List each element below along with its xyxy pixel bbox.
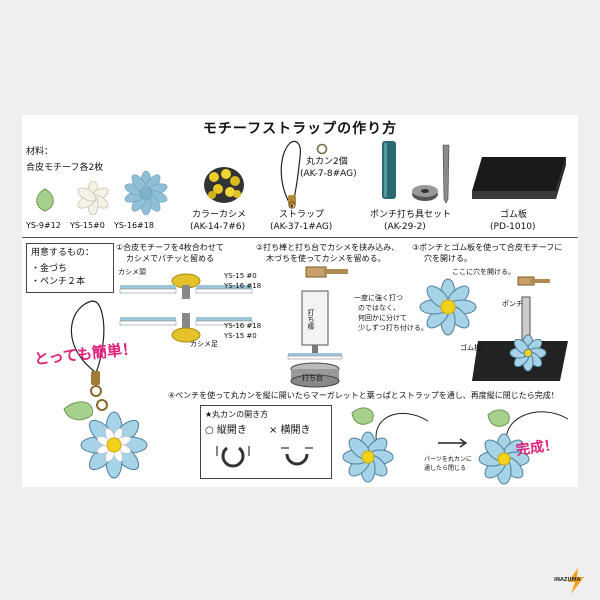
step1-line1: ①合皮モチーフを4枚合わせて xyxy=(116,243,224,252)
setting-rod-icon xyxy=(442,144,450,204)
code-ys16: YS-16#18 xyxy=(114,221,154,230)
step2-note1: 一度に強く打つ xyxy=(354,294,403,302)
step3-punch-diagram xyxy=(472,276,568,381)
blue-flower-motif-icon xyxy=(124,170,168,216)
step1-layer-b: YS-16 #18 xyxy=(224,282,262,290)
strap-name: ストラップ xyxy=(279,210,325,220)
code-ys15: YS-15#0 xyxy=(70,221,105,230)
rubber-name: ゴム板 xyxy=(500,210,528,220)
jump-ring-ok: ○ 縦開き xyxy=(205,425,247,436)
step2-stand-label: 打ち台 xyxy=(302,374,323,382)
step2-bar-label: 打ち棒 xyxy=(307,309,315,330)
horizontal-open-ring-icon xyxy=(281,447,313,466)
inazuma-logo-icon xyxy=(568,568,584,594)
jumpring-name: 丸カン2個 xyxy=(306,157,348,167)
tools-heading: 用意するもの： xyxy=(31,248,95,258)
step2-line1: ②打ち棒と打ち台でカシメを挟み込み、 xyxy=(256,243,400,252)
step4-note2: 通したら閉じる xyxy=(424,465,467,472)
page-title: モチーフストラップの作り方 xyxy=(202,121,398,137)
white-flower-motif-icon xyxy=(77,181,109,215)
step4-note1: パーツを丸カンに xyxy=(424,456,472,463)
jump-ring-icon xyxy=(316,143,328,155)
step4-line: ④ペンチを使って丸カンを縦に開いたらマーガレットと葉っぱとストラップを通し、再度… xyxy=(168,391,559,400)
step2-line2: 木づちを使ってカシメを留める。 xyxy=(266,254,386,263)
instruction-sheet: モチーフストラップの作り方 材料： 合皮モチーフ各2枚 xyxy=(22,115,578,487)
step2-note3: 何回かに分けて xyxy=(358,314,407,322)
vertical-open-ring-icon xyxy=(216,446,250,468)
punch-set-name: ポンチ打ち具セット xyxy=(370,210,452,220)
color-kashime-icon xyxy=(204,167,244,203)
kashime-name: カラーカシメ xyxy=(192,210,247,220)
step1-layer-b2: YS-16 #18 xyxy=(224,322,262,330)
step2-diagram xyxy=(287,266,348,388)
rubber-board-icon xyxy=(472,157,566,199)
strap-icon xyxy=(280,140,301,209)
logo-text: INAZUMA xyxy=(554,577,581,583)
step3-punch-label: ポンチ xyxy=(502,300,523,308)
step2-note4: 少しずつ打ち付ける。 xyxy=(358,324,428,332)
step1-diagram xyxy=(119,273,253,343)
tools-box: 用意するもの： ・金づち ・ペンチ２本 xyxy=(26,243,114,293)
step3-rubber-label: ゴム板 xyxy=(460,344,481,352)
step1-kashime-head-label: カシメ頭 xyxy=(118,268,146,276)
setting-base-icon xyxy=(412,185,438,201)
step4-assembly-diagram xyxy=(342,407,569,485)
step3-hole-label: ここに穴を開ける。 xyxy=(452,268,515,276)
divider xyxy=(22,237,578,238)
materials-heading: 材料： xyxy=(26,147,54,157)
punch-set-code: (AK-29-2) xyxy=(384,222,426,232)
code-ys9: YS-9#12 xyxy=(26,221,61,230)
jump-ring-box-title: ★丸カンの開き方 xyxy=(205,410,269,419)
step1-layer-a2: YS-15 #0 xyxy=(224,332,257,340)
step2-note2: のではなく、 xyxy=(358,304,400,312)
strap-code: (AK-37-1#AG) xyxy=(270,222,333,232)
motif-note: 合皮モチーフ各2枚 xyxy=(26,163,104,173)
rubber-code: (PD-1010) xyxy=(490,222,536,232)
finished-strap-illustration xyxy=(63,300,148,479)
jumpring-code: (AK-7-8#AG) xyxy=(300,169,357,179)
leaf-motif-icon xyxy=(36,188,54,212)
punch-tool-icon xyxy=(382,141,396,199)
step3-line2: 穴を開ける。 xyxy=(424,254,472,263)
step3-flower-icon xyxy=(419,278,477,336)
done-text: 完成！ xyxy=(515,437,559,459)
jump-ring-ng: × 横開き xyxy=(269,425,311,436)
tool-pliers: ・ペンチ２本 xyxy=(31,277,86,287)
step3-line1: ③ポンチとゴム板を使って合皮モチーフに xyxy=(412,243,563,252)
step1-layer-a: YS-15 #0 xyxy=(224,272,257,280)
tool-hammer: ・金づち xyxy=(31,264,68,274)
step1-line2: カシメでパチッと留める xyxy=(126,254,214,263)
step1-kashime-foot-label: カシメ足 xyxy=(190,340,218,348)
kashime-code: (AK-14-7#6) xyxy=(190,222,246,232)
jump-ring-how-to-box: ★丸カンの開き方 ○ 縦開き × 横開き xyxy=(200,405,332,479)
